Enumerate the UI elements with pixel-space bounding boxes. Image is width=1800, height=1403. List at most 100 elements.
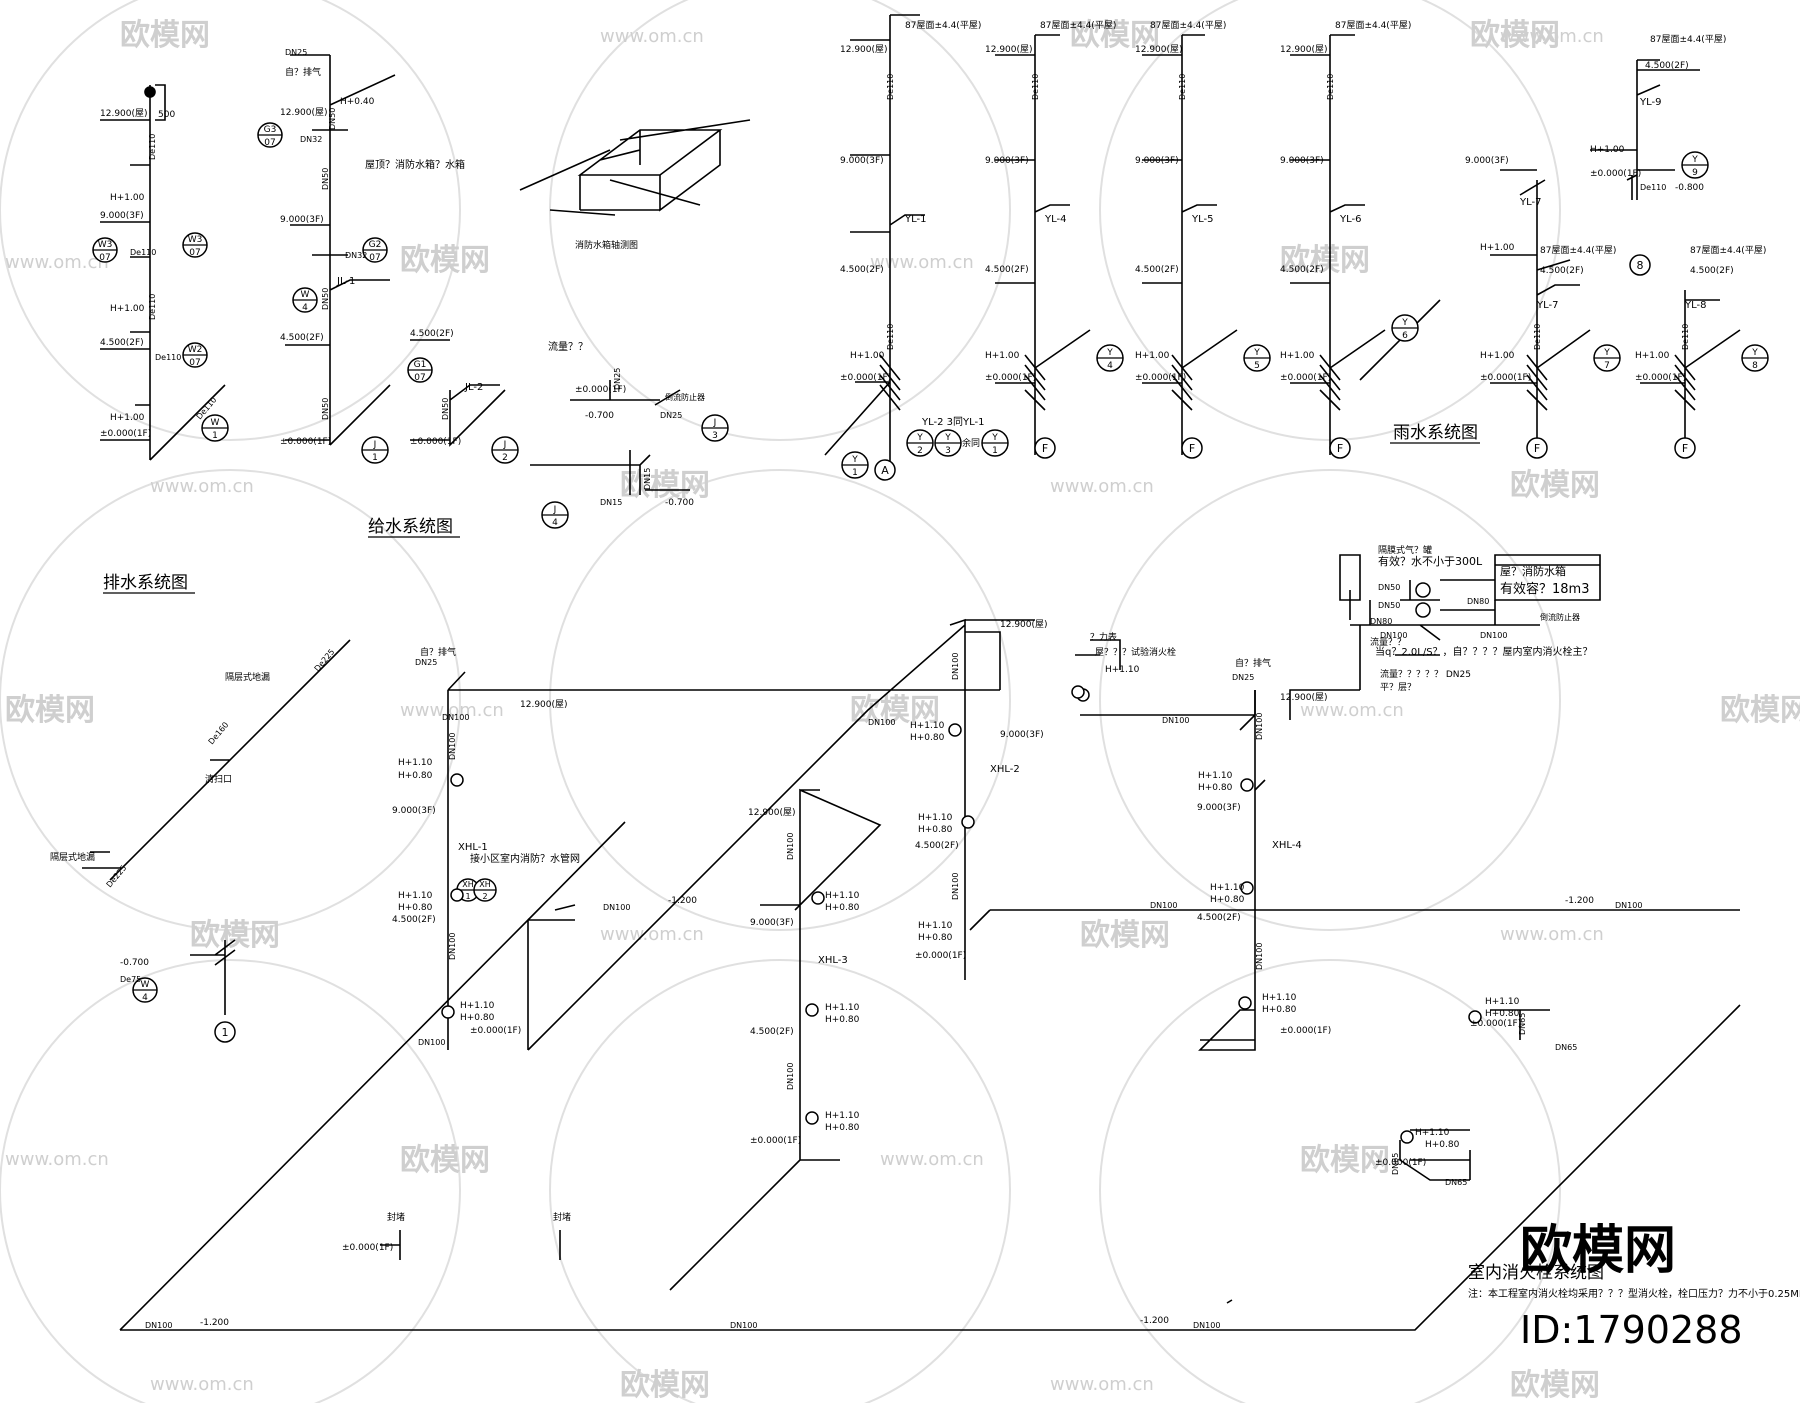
level-label: H+0.80	[918, 825, 953, 835]
tag-text-bottom: 9	[1692, 168, 1698, 178]
level-label: H+1.10	[1105, 665, 1140, 675]
watermark-url: www.om.cn	[150, 476, 254, 497]
note-roof-hydrant: 屋？？？试验消火栓	[1095, 646, 1176, 658]
title-drainage: 排水系统图	[103, 573, 188, 593]
level-label: 4.500(2F)	[1690, 266, 1734, 276]
tag-text-top: Y	[1751, 348, 1758, 358]
pipe-label: De110	[1326, 74, 1335, 100]
watermark-circle	[1099, 469, 1561, 931]
level-label: ±0.000(1F)	[410, 437, 461, 447]
tag-text-top: Y	[1691, 155, 1698, 165]
level-label: 9.000(3F)	[1135, 156, 1179, 166]
pipe-label: De110	[148, 134, 157, 160]
pipe-label: De160	[207, 720, 231, 746]
tag-text-letter: F	[1337, 442, 1343, 455]
tag-text-bottom: 2	[502, 453, 508, 463]
level-label: 4.500(2F)	[392, 915, 436, 925]
watermark-circle	[549, 469, 1011, 931]
level-label: 87屋面±4.4(平屋)	[905, 20, 981, 31]
pipe-label: DN50	[321, 168, 330, 190]
riser-label: YL-4	[1044, 214, 1066, 225]
tag-text-top: Y	[944, 433, 951, 443]
level-label: H+1.00	[1635, 351, 1670, 361]
level-label: 87屋面±4.4(平屋)	[1650, 34, 1726, 45]
watermark-brand: 欧模网	[850, 693, 940, 728]
tag-text-bottom: 4	[302, 303, 308, 313]
pipe-label: DN100	[418, 1038, 445, 1047]
note-tank-volume: 有效容？18m3	[1500, 581, 1589, 597]
level-label: H+0.40	[340, 97, 375, 107]
note-fire: 注：本工程室内消火栓均采用？？？型消火栓，栓口压力？力不小于0.25MPa。	[1468, 1287, 1800, 1300]
level-label: ±0.000(1F)	[342, 1243, 393, 1253]
level-label: H+1.00	[850, 351, 885, 361]
hydrant-icons	[441, 582, 1482, 1144]
tag-text-bottom: 07	[264, 138, 275, 148]
pipe-label: DN65	[1445, 1178, 1467, 1187]
tag-text-top: J	[373, 440, 377, 450]
level-label: ±0.000(1F)	[840, 373, 891, 383]
hydrant-icon	[805, 1111, 819, 1125]
watermark-url: www.om.cn	[5, 252, 109, 273]
note-floor-drain: 隔层式地漏	[50, 851, 95, 863]
level-label: H+1.10	[910, 721, 945, 731]
pipe-label: DN65	[1391, 1153, 1400, 1175]
tag-text-top: W	[301, 290, 310, 300]
tag-text-top: Y	[991, 433, 998, 443]
level-label: H+0.80	[825, 903, 860, 913]
pipe-label: DN100	[730, 1321, 757, 1330]
watermark-logo: 欧模网 ID:1790288	[1520, 1221, 1743, 1352]
tag-text-top: W	[211, 418, 220, 428]
hydrant-icon	[450, 888, 464, 902]
riser-label: JL-2	[464, 382, 483, 393]
pipe-label: DN100	[786, 833, 795, 860]
pipe-label: DN15	[600, 498, 622, 507]
level-label: 9.000(3F)	[392, 806, 436, 816]
tag-f	[1329, 437, 1351, 459]
note-air-tank: 隔膜式气？罐	[1378, 544, 1432, 556]
level-label: H+1.10	[918, 813, 953, 823]
tag-text-top: Y	[1603, 348, 1610, 358]
watermark-brand: 欧模网	[1720, 693, 1800, 728]
tag-n1	[214, 1021, 236, 1043]
level-label: H+1.10	[398, 758, 433, 768]
tag-text-top: G1	[414, 360, 427, 370]
tag-text-letter: 8	[1637, 259, 1644, 272]
level-label: -1.200	[1140, 1316, 1169, 1326]
pipe-label: DN25	[285, 48, 307, 57]
riser-label: YL-1	[904, 214, 926, 225]
pipe-label: DN100	[868, 718, 895, 727]
pipe-label: DN100	[1162, 716, 1189, 725]
level-label: H+0.80	[460, 1013, 495, 1023]
watermark-brand: 欧模网	[190, 918, 280, 953]
riser-label: XHL-4	[1272, 840, 1302, 851]
note-vent: 自？排气	[285, 66, 321, 78]
note-fill2: 流量？？	[1370, 636, 1406, 648]
tag-text-letter: A	[881, 464, 889, 477]
tag-text-top: W3	[188, 235, 203, 245]
pipe-label: DN100	[145, 1321, 172, 1330]
level-label: ±0.000(1F)	[280, 437, 331, 447]
level-label: 87屋面±4.4(平屋)	[1690, 245, 1766, 256]
pipe-labels: De110 De110 De110 De110 De110 DN25 DN32 …	[105, 48, 1690, 1330]
tag-text-bottom: 07	[189, 248, 200, 258]
tag-text-bottom: 8	[1752, 361, 1758, 371]
watermark-url: www.om.cn	[870, 252, 974, 273]
watermark-brand: 欧模网	[1080, 918, 1170, 953]
annotations: 屋顶？消防水箱？水箱 自？排气 流量？？ 倒流防止器 屋？消防水箱 有效容？18…	[50, 66, 1800, 1300]
note-tank-label: 屋？消防水箱	[1500, 564, 1566, 578]
tag-text-top: W3	[98, 240, 113, 250]
level-label: ±0.000(1F)	[1280, 1026, 1331, 1036]
tag-n8	[1629, 254, 1651, 276]
tag-text-bottom: 4	[1107, 361, 1113, 371]
watermark-url: www.om.cn	[1500, 26, 1604, 47]
tag-text-bottom: 5	[1254, 361, 1260, 371]
level-label: H+0.80	[910, 733, 945, 743]
level-label: 12.900(屋)	[1280, 44, 1328, 55]
pipe-label: DN32	[300, 135, 322, 144]
level-label: 4.500(2F)	[840, 265, 884, 275]
level-label: 9.000(3F)	[100, 211, 144, 221]
riser-label: YL-5	[1191, 214, 1213, 225]
tag-text-bottom: 1	[372, 453, 378, 463]
level-label: H+0.80	[918, 933, 953, 943]
